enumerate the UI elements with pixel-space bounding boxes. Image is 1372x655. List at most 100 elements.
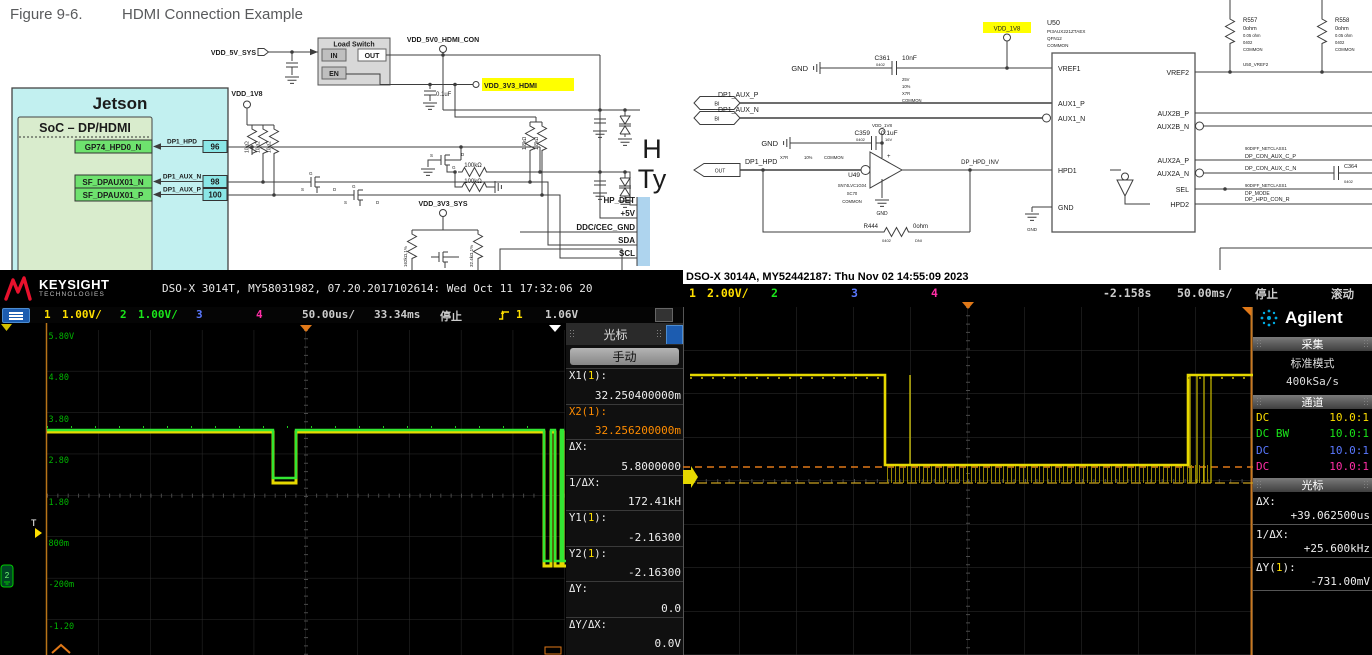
svg-text:DDC/CEC_GND: DDC/CEC_GND	[576, 223, 635, 232]
timebase[interactable]: 50.00ms/	[1177, 286, 1233, 300]
ch1-scale[interactable]: 1.00V/	[62, 308, 102, 321]
ch3-number[interactable]: 3	[851, 286, 858, 300]
grip-icon[interactable]	[1256, 480, 1262, 490]
grip-icon[interactable]	[1363, 339, 1369, 349]
svg-text:DP_HPD_CON_R: DP_HPD_CON_R	[1245, 197, 1290, 203]
svg-text:0.05 ohm: 0.05 ohm	[1243, 33, 1261, 38]
acquire-section-header[interactable]: 采集	[1253, 337, 1372, 351]
svg-text:0ohm: 0ohm	[913, 224, 928, 230]
svg-text:0402: 0402	[1344, 179, 1354, 184]
channel-row-4[interactable]: DC 10.0:1	[1256, 460, 1369, 474]
svg-text:10%: 10%	[902, 84, 911, 89]
svg-text:DP_CON_AUX_C_P: DP_CON_AUX_C_P	[1245, 154, 1296, 160]
svg-text:DP1_AUX_N: DP1_AUX_N	[163, 174, 202, 181]
grip-icon[interactable]	[1363, 480, 1369, 490]
ch4-number[interactable]: 4	[256, 308, 263, 321]
menu-button[interactable]	[2, 308, 30, 323]
grip-icon[interactable]	[1363, 397, 1369, 407]
u49-inverter: GND C359 0402 0.1uF 16V X7R 10% COMMON V…	[761, 123, 1052, 217]
agilent-waveform-display	[683, 301, 1253, 655]
ch3-number[interactable]: 3	[196, 308, 203, 321]
trigger-slope-icon	[499, 310, 509, 320]
c361-decoupling: GND C361 0402 10nF 25V 10% X7R COMMON VD…	[791, 22, 1052, 103]
svg-text:2: 2	[5, 571, 10, 580]
cursor-mode-button[interactable]: 手动	[570, 348, 679, 365]
cursor-row-dy: ΔY: 0.0	[566, 581, 683, 617]
cursor-panel-tab[interactable]: 光标	[566, 323, 683, 345]
channel-row-3[interactable]: DC 10.0:1	[1256, 443, 1369, 457]
grip-icon[interactable]	[569, 329, 575, 339]
timebase[interactable]: 50.00us/	[302, 308, 355, 321]
svg-text:OUT: OUT	[715, 169, 726, 175]
svg-text:0ohm: 0ohm	[1335, 26, 1349, 32]
svg-text:Load Switch: Load Switch	[333, 42, 374, 49]
svg-text:IN: IN	[331, 53, 338, 60]
svg-text:DNI: DNI	[915, 238, 922, 243]
ch1-scale[interactable]: 2.00V/	[707, 286, 749, 300]
ch2-scale[interactable]: 1.00V/	[138, 308, 178, 321]
hdmi-connector: H Ty HP_DET +5V DDC/CEC_GND SDA SCL	[520, 134, 667, 266]
agilent-brand: Agilent	[1253, 301, 1372, 334]
grip-icon[interactable]	[1256, 339, 1262, 349]
cursor-panel-title: 光标	[603, 327, 628, 342]
cursor-row-y2: Y2(1): -2.16300	[566, 545, 683, 582]
svg-text:DP1_HPD: DP1_HPD	[745, 159, 777, 166]
ch1-number[interactable]: 1	[689, 286, 696, 300]
svg-text:C364: C364	[1344, 164, 1357, 170]
trigger-channel[interactable]: 1	[516, 308, 523, 321]
channel-row-2[interactable]: DC BW 10.0:1	[1256, 427, 1369, 441]
svg-text:32.4kΩ,1%: 32.4kΩ,1%	[469, 245, 474, 267]
status-misc-icon[interactable]	[655, 308, 673, 322]
svg-text:10%: 10%	[804, 155, 813, 160]
grip-icon[interactable]	[656, 329, 662, 339]
ch2-number[interactable]: 2	[771, 286, 778, 300]
svg-text:BI: BI	[714, 102, 720, 108]
graticule-grid	[47, 330, 565, 655]
svg-text:COMMON: COMMON	[842, 199, 862, 204]
cursor-position-marker[interactable]	[549, 325, 561, 332]
channel-row-1[interactable]: DC 10.0:1	[1256, 410, 1369, 424]
menu-icon	[9, 312, 23, 314]
aux-nets: DP1_AUX_P DP1_AUX_N DP1_HPD	[718, 92, 1052, 172]
svg-text:Ty: Ty	[638, 164, 667, 194]
svg-text:X7R: X7R	[902, 91, 910, 96]
ch4-number[interactable]: 4	[931, 286, 938, 300]
ch2-number[interactable]: 2	[120, 308, 127, 321]
agilent-body: Agilent 采集 标准模式 400kSa/s 通道 DC	[683, 301, 1372, 655]
level-shifter-fets: G S D G S D	[227, 146, 637, 259]
svg-text:COMMON: COMMON	[1335, 47, 1355, 52]
svg-text:HP_DET: HP_DET	[603, 196, 635, 205]
svg-text:VDD_5V_SYS: VDD_5V_SYS	[211, 50, 256, 57]
trigger-time-marker[interactable]	[300, 325, 312, 332]
ch2-ground-marker[interactable]: 2	[0, 564, 14, 588]
cursors-section-header[interactable]: 光标	[1253, 478, 1372, 492]
panel-menu-icon[interactable]	[666, 324, 683, 344]
ch1-number[interactable]: 1	[44, 308, 51, 321]
delay-reference-marker[interactable]	[51, 643, 71, 654]
trigger-level[interactable]: 1.06V	[545, 308, 579, 321]
svg-text:S: S	[301, 187, 304, 192]
cursor-row-1dx: 1/ΔX: 172.41kH	[566, 474, 683, 511]
channels-section-header[interactable]: 通道	[1253, 395, 1372, 409]
acquire-info: 标准模式 400kSa/s	[1253, 351, 1372, 392]
trigger-time-marker[interactable]	[962, 302, 974, 309]
svg-text:COMMON: COMMON	[824, 155, 844, 160]
hpd-fet-divider: 100kΩ 100kΩ G S D	[420, 145, 542, 194]
trigger-level-arrow-icon[interactable]	[35, 528, 42, 538]
delay-readout[interactable]: 33.34ms	[374, 308, 421, 321]
svg-text:AUX2B_N: AUX2B_N	[1157, 124, 1189, 131]
acquire-mode: 标准模式	[1290, 358, 1335, 370]
ch1-offscreen-marker[interactable]	[1, 324, 12, 331]
grip-icon[interactable]	[1256, 397, 1262, 407]
svg-text:G: G	[352, 184, 356, 189]
run-state: 停止	[440, 310, 462, 323]
svg-text:COMMON: COMMON	[902, 98, 922, 103]
ch1-trace	[690, 373, 1253, 467]
svg-text:1.80: 1.80	[49, 498, 69, 508]
svg-text:-1.20: -1.20	[49, 622, 75, 632]
vdd3v3-hdmi-net: VDD_3V3_HDMI 0.1uF 1.8kΩ 1.8kΩ	[346, 73, 574, 197]
ch1-ground-marker[interactable]	[683, 466, 698, 488]
trigger-level-marker[interactable]: T	[31, 519, 37, 529]
delay-readout[interactable]: -2.158s	[1103, 286, 1152, 300]
